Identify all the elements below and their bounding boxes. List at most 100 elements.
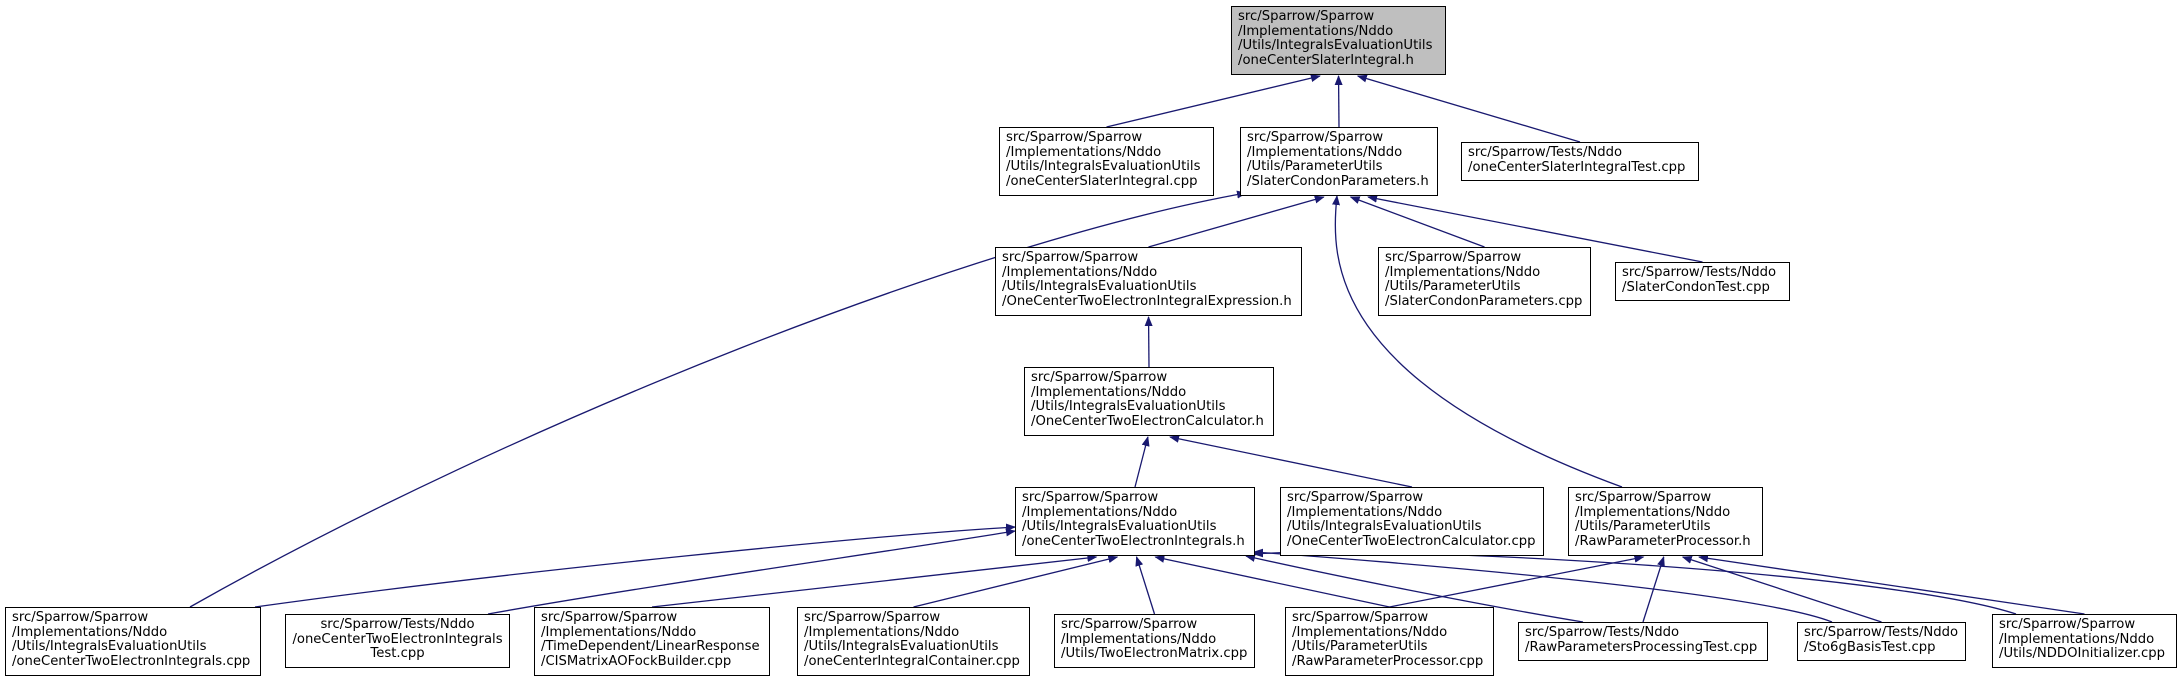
node-label-line: /Utils/ParameterUtils [1292, 639, 1428, 655]
edge-n5-n2 [1349, 196, 1485, 248]
node-label-line: /oneCenterSlaterIntegral.h [1238, 52, 1414, 68]
edge-n19-n10 [1698, 554, 2085, 615]
node-label-line: /Utils/IntegralsEvaluationUtils [804, 639, 999, 655]
node-onecenterslaterintegral-h[interactable]: src/Sparrow/Sparrow /Implementations/Ndd… [1231, 6, 1446, 75]
edge-n6-n2 [1367, 194, 1703, 263]
node-label-line: /Utils/ParameterUtils [1575, 519, 1711, 535]
node-twoelectronmatrix-cpp[interactable]: src/Sparrow/Sparrow /Implementations/Ndd… [1054, 614, 1255, 668]
node-label-line: src/Sparrow/Sparrow [1061, 617, 1198, 632]
node-label-line: /Implementations/Nddo [1385, 264, 1541, 280]
edge-n10-n2 [1332, 195, 1623, 488]
node-label-line: /oneCenterIntegralContainer.cpp [804, 653, 1020, 669]
node-label-line: /Implementations/Nddo [1575, 504, 1731, 520]
node-label-line: /CISMatrixAOFockBuilder.cpp [541, 653, 732, 669]
node-onecentertwoelectronintegrals-cpp[interactable]: src/Sparrow/Sparrow /Implementations/Ndd… [5, 607, 261, 676]
node-label-line: /Utils/IntegralsEvaluationUtils [1238, 38, 1433, 54]
node-nddoinitializer-cpp[interactable]: src/Sparrow/Sparrow /Implementations/Ndd… [1992, 614, 2177, 668]
node-label-line: /Utils/IntegralsEvaluationUtils [12, 639, 207, 655]
edge-n1-n0 [1106, 74, 1321, 128]
node-onecentertwoelectroncalculator-h[interactable]: src/Sparrow/Sparrow /Implementations/Ndd… [1024, 367, 1274, 436]
edge-n19-n8 [1253, 549, 2017, 615]
node-label-line: src/Sparrow/Sparrow [804, 610, 941, 625]
node-label-line: src/Sparrow/Sparrow [12, 610, 149, 625]
node-label-line: /Implementations/Nddo [1999, 631, 2155, 647]
edge-n16-n8 [1154, 554, 1390, 608]
edge-n9-n7 [1169, 434, 1413, 488]
node-label-line: /RawParameterProcessor.cpp [1292, 653, 1484, 669]
node-label-line: /Implementations/Nddo [1247, 144, 1403, 160]
node-label-line: src/Sparrow/Tests/Nddo [1622, 265, 1777, 280]
node-onecentertwoelectroncalculator-cpp[interactable]: src/Sparrow/Sparrow /Implementations/Ndd… [1280, 487, 1544, 556]
node-slatercondonparameters-cpp[interactable]: src/Sparrow/Sparrow /Implementations/Ndd… [1378, 247, 1591, 316]
node-label-line: src/Sparrow/Sparrow [1385, 250, 1522, 265]
edge-n16-n10 [1389, 554, 1645, 608]
node-label-line: /SlaterCondonTest.cpp [1622, 279, 1770, 295]
node-rawparameterprocessor-cpp[interactable]: src/Sparrow/Sparrow /Implementations/Ndd… [1285, 607, 1494, 676]
edge-n13-n8 [651, 554, 1098, 608]
node-onecentertwoelectronintegralstest-cpp[interactable]: src/Sparrow/Tests/Nddo /oneCenterTwoElec… [285, 614, 510, 668]
node-label-line: /Utils/ParameterUtils [1385, 279, 1521, 295]
edge-n17-n10 [1642, 556, 1665, 623]
node-label-line: /Utils/IntegralsEvaluationUtils [1031, 399, 1226, 415]
edge-n17-n8 [1245, 554, 1584, 623]
node-label-line: /oneCenterTwoElectronIntegrals.cpp [12, 653, 251, 669]
edge-n18-n10 [1681, 555, 1882, 623]
node-label-line: /Utils/IntegralsEvaluationUtils [1022, 519, 1217, 535]
node-label-line: /Utils/ParameterUtils [1247, 159, 1383, 175]
node-label-line: /Implementations/Nddo [12, 624, 168, 640]
node-label-line: src/Sparrow/Sparrow [1247, 130, 1384, 145]
node-label-line: /oneCenterSlaterIntegralTest.cpp [1468, 159, 1686, 175]
node-label-line: /SlaterCondonParameters.h [1247, 173, 1429, 189]
edge-n12-n8 [487, 528, 1016, 615]
node-label-line: /oneCenterSlaterIntegral.cpp [1006, 173, 1198, 189]
node-rawparametersprocessingtest-cpp[interactable]: src/Sparrow/Tests/Nddo /RawParametersPro… [1518, 622, 1768, 661]
node-slatercondontest-cpp[interactable]: src/Sparrow/Tests/Nddo /SlaterCondonTest… [1615, 262, 1790, 301]
node-label-line: /Implementations/Nddo [1022, 504, 1178, 520]
node-label-line: /SlaterCondonParameters.cpp [1385, 293, 1583, 309]
node-label-line: /Implementations/Nddo [804, 624, 960, 640]
node-onecentertwoelectronintegralexpression-h[interactable]: src/Sparrow/Sparrow /Implementations/Ndd… [995, 247, 1302, 316]
node-slatercondonparameters-h[interactable]: src/Sparrow/Sparrow /Implementations/Ndd… [1240, 127, 1438, 196]
node-label-line: /Implementations/Nddo [1006, 144, 1162, 160]
node-label-line: /Utils/IntegralsEvaluationUtils [1002, 279, 1197, 295]
node-label-line: /Implementations/Nddo [1238, 23, 1394, 39]
node-label-line: /Utils/IntegralsEvaluationUtils [1287, 519, 1482, 535]
node-onecenterintegralcontainer-cpp[interactable]: src/Sparrow/Sparrow /Implementations/Ndd… [797, 607, 1030, 676]
node-label-line: /Implementations/Nddo [541, 624, 697, 640]
node-rawparameterprocessor-h[interactable]: src/Sparrow/Sparrow /Implementations/Ndd… [1568, 487, 1763, 556]
node-label-line: src/Sparrow/Sparrow [1287, 490, 1424, 505]
node-label-line: Test.cpp [370, 646, 425, 662]
node-label-line: /RawParameterProcessor.h [1575, 533, 1751, 549]
node-label-line: /Utils/TwoElectronMatrix.cpp [1061, 646, 1248, 662]
node-cismatrixaofockbuilder-cpp[interactable]: src/Sparrow/Sparrow /Implementations/Ndd… [534, 607, 770, 676]
node-label-line: src/Sparrow/Sparrow [541, 610, 678, 625]
node-label-line: /TimeDependent/LinearResponse [541, 639, 760, 655]
edge-n4-n2 [1148, 195, 1325, 248]
node-label-line: /Implementations/Nddo [1031, 384, 1187, 400]
node-label-line: /OneCenterTwoElectronCalculator.h [1031, 413, 1264, 429]
node-label-line: src/Sparrow/Sparrow [1002, 250, 1139, 265]
node-label-line: src/Sparrow/Sparrow [1022, 490, 1159, 505]
node-label-line: src/Sparrow/Tests/Nddo [1468, 145, 1623, 160]
node-onecenterslaterintegral-cpp[interactable]: src/Sparrow/Sparrow /Implementations/Ndd… [999, 127, 1214, 196]
node-label-line: src/Sparrow/Tests/Nddo [320, 617, 475, 632]
node-label-line: /Implementations/Nddo [1287, 504, 1443, 520]
node-onecenterslaterintegraltest-cpp[interactable]: src/Sparrow/Tests/Nddo /oneCenterSlaterI… [1461, 142, 1699, 181]
edge-n8-n7 [1134, 436, 1150, 488]
node-label-line: /Implementations/Nddo [1292, 624, 1448, 640]
edge-n3-n0 [1356, 74, 1581, 143]
node-sto6gbasistest-cpp[interactable]: src/Sparrow/Tests/Nddo /Sto6gBasisTest.c… [1797, 622, 1966, 661]
edge-n18-n8 [1253, 548, 1833, 623]
node-label-line: src/Sparrow/Sparrow [1292, 610, 1429, 625]
node-onecentertwoelectronintegrals-h[interactable]: src/Sparrow/Sparrow /Implementations/Ndd… [1015, 487, 1255, 556]
edge-n14-n8 [913, 555, 1119, 608]
node-label-line: src/Sparrow/Sparrow [1575, 490, 1712, 505]
node-label-line: /Sto6gBasisTest.cpp [1804, 639, 1936, 655]
node-label-line: /oneCenterTwoElectronIntegrals [292, 631, 503, 647]
node-label-line: /Utils/IntegralsEvaluationUtils [1006, 159, 1201, 175]
node-label-line: /OneCenterTwoElectronCalculator.cpp [1287, 533, 1536, 549]
edge-n15-n8 [1135, 556, 1156, 615]
edge-n11-n8 [254, 523, 1016, 608]
